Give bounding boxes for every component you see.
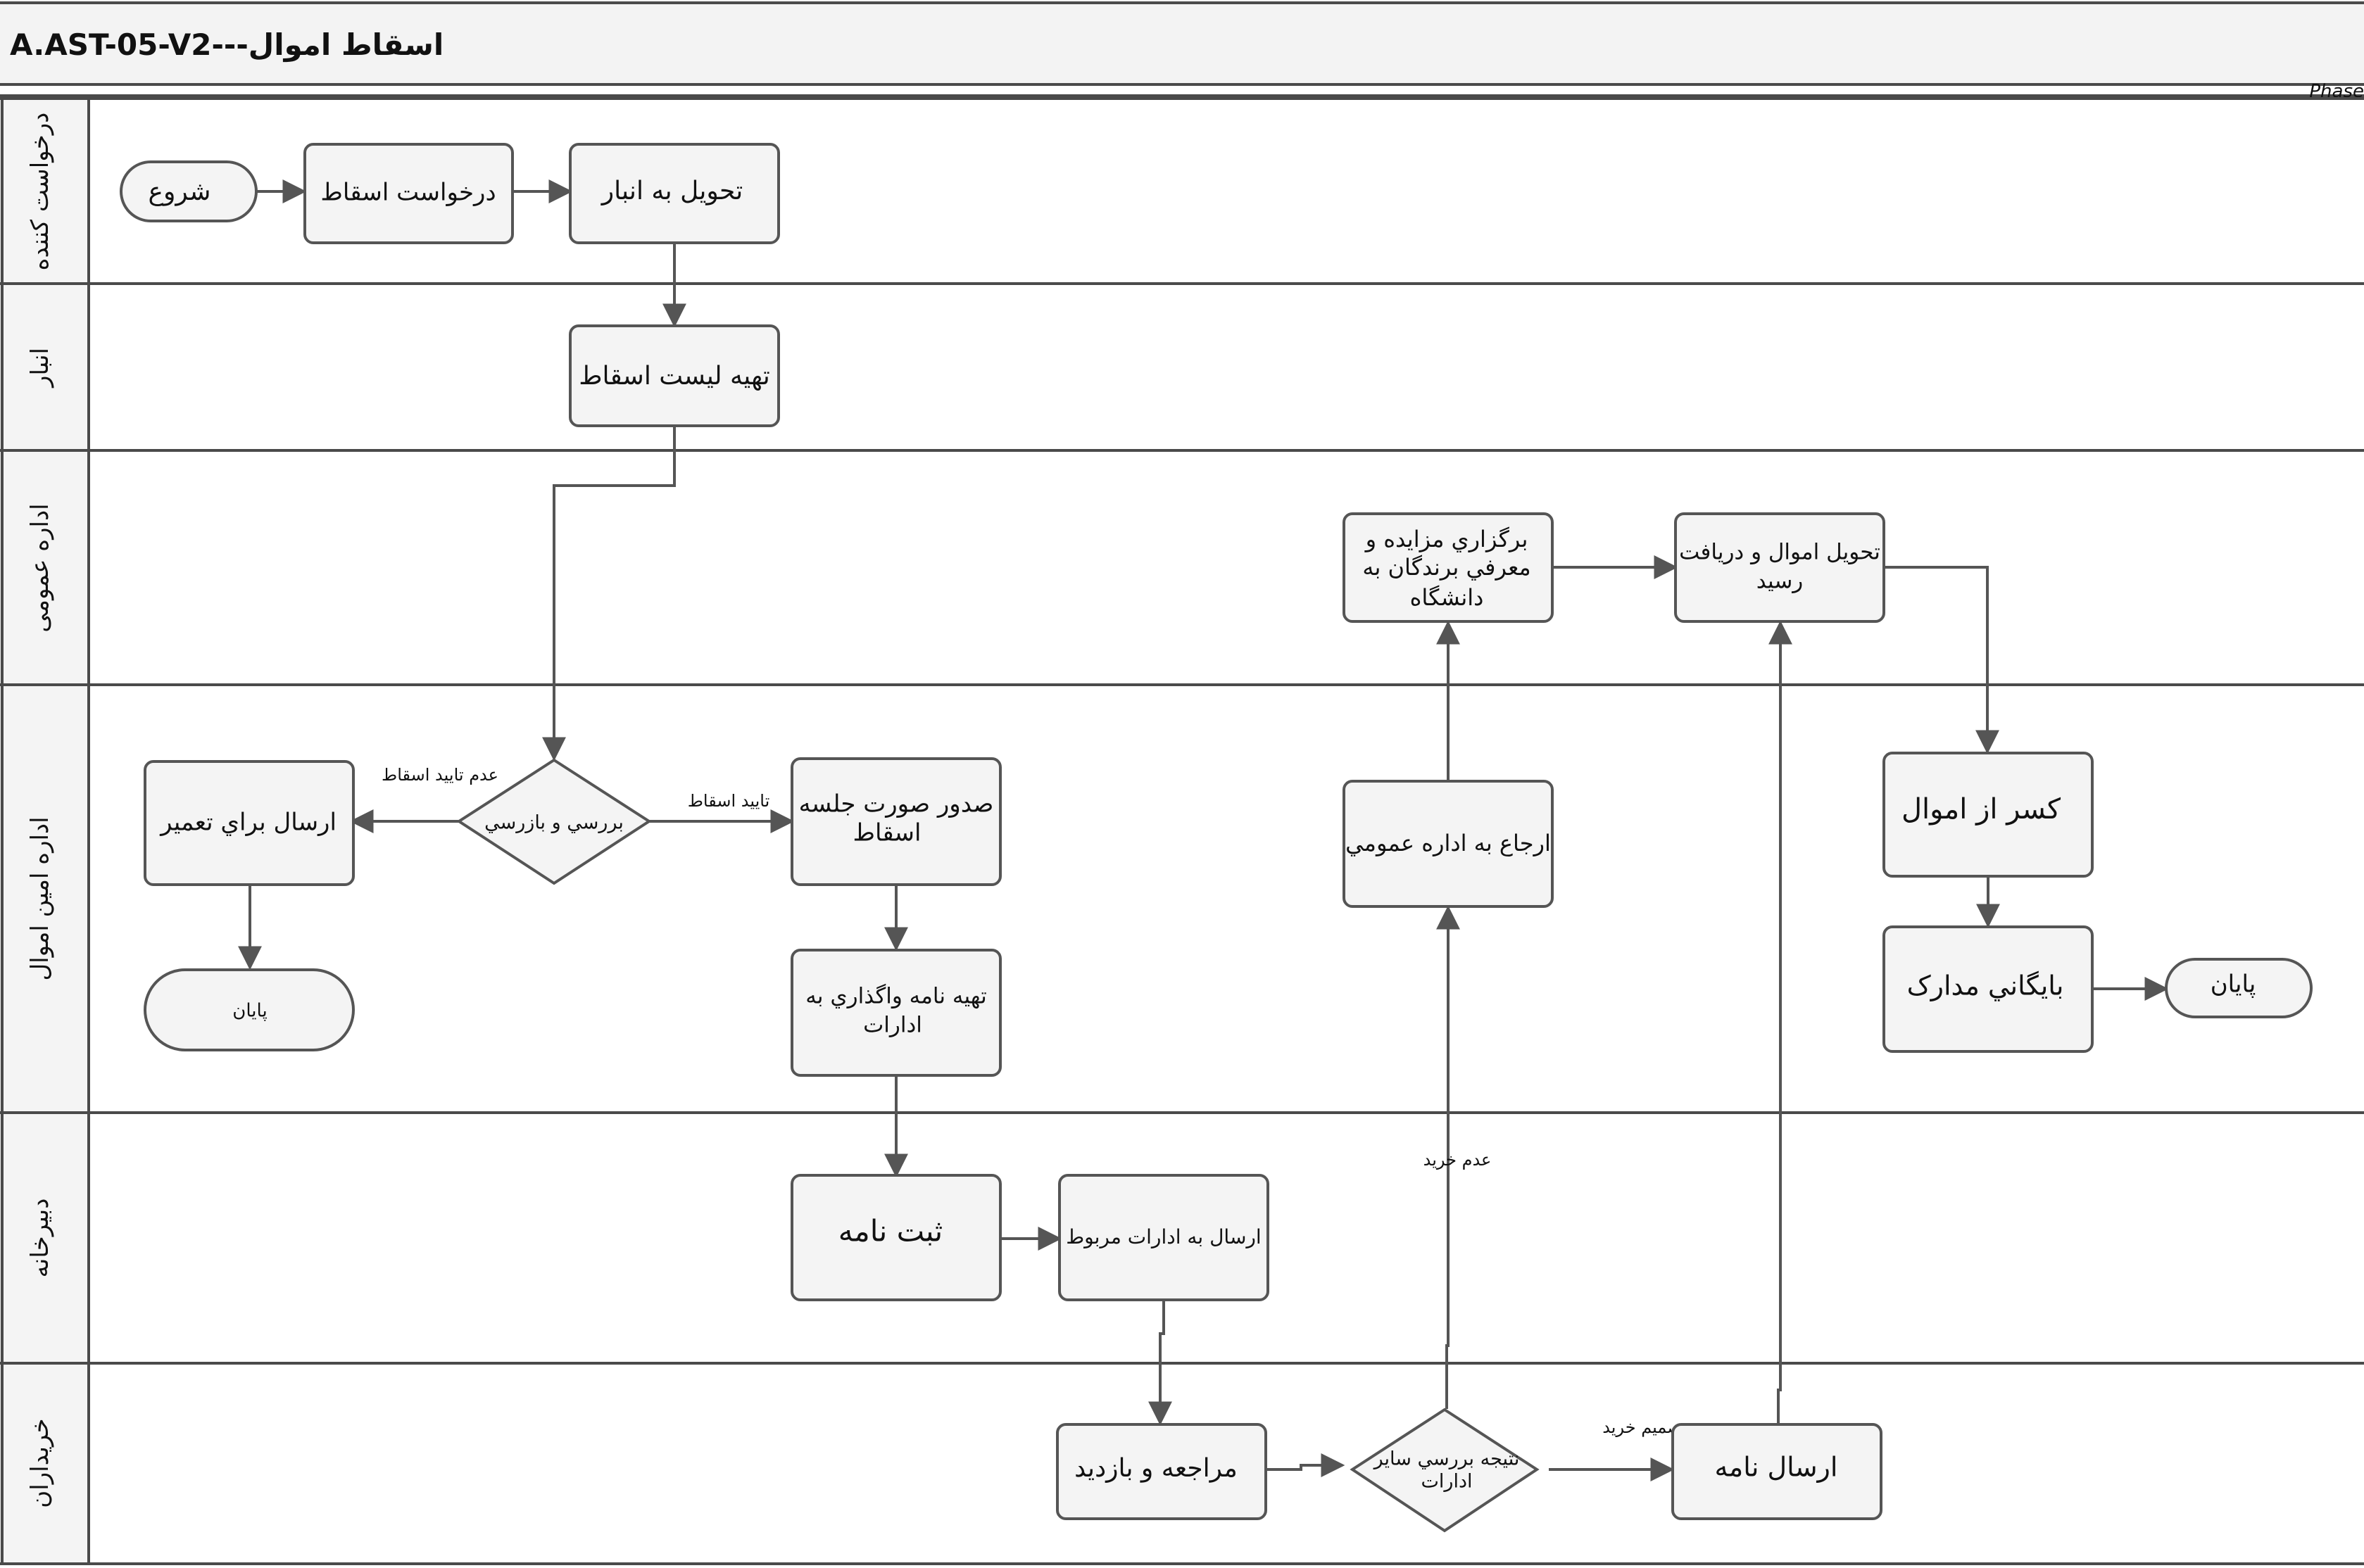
svg-text:اسقاط: اسقاط bbox=[853, 819, 922, 847]
header-band bbox=[0, 0, 2364, 84]
svg-text:کسر از اموال: کسر از اموال bbox=[1901, 793, 2061, 826]
svg-text:تهيه نامه واگذاري به: تهيه نامه واگذاري به bbox=[805, 984, 986, 1009]
send-letter-node: ارسال نامه bbox=[1671, 1423, 1882, 1520]
svg-text:ادارات: ادارات bbox=[863, 1013, 922, 1038]
start-node: شروع bbox=[120, 160, 258, 222]
edge-result-refer bbox=[1436, 905, 1460, 1409]
lane-label-warehouse: انبار bbox=[26, 348, 54, 388]
edge-visit-result bbox=[1266, 1453, 1345, 1477]
end-left-node: پایان bbox=[144, 968, 355, 1051]
svg-text:ارسال نامه: ارسال نامه bbox=[1715, 1452, 1838, 1483]
lane-label-requester: درخواست کننده bbox=[26, 113, 54, 271]
svg-text:ادارات: ادارات bbox=[1421, 1471, 1473, 1493]
svg-text:تهیه لیست اسقاط: تهیه لیست اسقاط bbox=[579, 362, 770, 391]
edge-label-reject: عدم تاييد اسقاط bbox=[382, 765, 498, 785]
svg-text:پایان: پایان bbox=[232, 1001, 267, 1022]
lane-label-asset-dept: اداره امین اموال bbox=[26, 816, 54, 980]
lane-label-column bbox=[0, 99, 89, 1562]
lane-label-general-dept: اداره عمومی bbox=[26, 503, 54, 632]
svg-text:تحویل به انبار: تحویل به انبار bbox=[601, 177, 743, 206]
edge-label-approve: تاييد اسقاط bbox=[688, 791, 770, 811]
edge-receipt-deduct bbox=[1885, 566, 1999, 754]
svg-text:نتيجه بررسي ساير: نتيجه بررسي ساير bbox=[1373, 1448, 1520, 1470]
issue-minutes-node: صدور صورت جلسه اسقاط bbox=[791, 757, 1002, 886]
review-result-decision: نتيجه بررسي ساير ادارات bbox=[1350, 1408, 1540, 1533]
svg-text:تحويل اموال و دريافت: تحويل اموال و دريافت bbox=[1679, 540, 1880, 565]
auction-node: برگزاري مزايده و معرفي برندگان به دانشگا… bbox=[1343, 512, 1554, 623]
edge-label-no-purchase: عدم خريد bbox=[1423, 1150, 1492, 1170]
svg-text:پایان: پایان bbox=[2211, 970, 2256, 999]
svg-text:دانشگاه: دانشگاه bbox=[1410, 584, 1484, 611]
svg-text:بررسي و بازرسي: بررسي و بازرسي bbox=[484, 812, 624, 834]
deliver-warehouse-node: تحویل به انبار bbox=[569, 143, 780, 244]
svg-text:معرفي برندگان به: معرفي برندگان به bbox=[1362, 554, 1530, 581]
svg-text:ثبت نامه: ثبت نامه bbox=[838, 1214, 943, 1248]
prepare-letter-node: تهيه نامه واگذاري به ادارات bbox=[791, 949, 1002, 1077]
svg-text:ارسال براي تعمير: ارسال براي تعمير bbox=[159, 809, 337, 837]
svg-text:بايگاني مدارک: بايگاني مدارک bbox=[1907, 970, 2064, 1001]
svg-text:درخواست اسقاط: درخواست اسقاط bbox=[320, 179, 496, 207]
svg-text:شروع: شروع bbox=[149, 177, 211, 206]
end-right-node: پایان bbox=[2165, 958, 2313, 1018]
register-letter-node: ثبت نامه bbox=[791, 1174, 1002, 1301]
lane-label-buyers: خریداران bbox=[26, 1418, 54, 1507]
svg-text:رسيد: رسيد bbox=[1756, 569, 1804, 594]
edge-send-visit bbox=[1148, 1301, 1172, 1426]
prepare-list-node: تهیه لیست اسقاط bbox=[569, 324, 780, 427]
svg-text:مراجعه و بازديد: مراجعه و بازديد bbox=[1074, 1454, 1238, 1483]
archive-node: بايگاني مدارک bbox=[1882, 925, 2094, 1053]
diagram-title: A.AST-05-V2---اسقاط اموال bbox=[10, 27, 444, 63]
svg-text:ارسال به ادارات مربوط: ارسال به ادارات مربوط bbox=[1066, 1225, 1261, 1248]
visit-node: مراجعه و بازديد bbox=[1056, 1423, 1267, 1520]
edge-list-review bbox=[542, 426, 676, 761]
connectors bbox=[238, 179, 2169, 1481]
svg-text:برگزاري مزايده و: برگزاري مزايده و bbox=[1364, 526, 1528, 552]
lane-label-secretariat: دبیرخانه bbox=[26, 1199, 54, 1278]
svg-text:ارجاع به اداره عمومي: ارجاع به اداره عمومي bbox=[1345, 830, 1551, 856]
send-offices-node: ارسال به ادارات مربوط bbox=[1058, 1174, 1269, 1301]
edge-sendletter-receipt bbox=[1768, 620, 1792, 1424]
review-decision: بررسي و بازرسي bbox=[456, 758, 652, 885]
send-repair-node: ارسال براي تعمير bbox=[144, 760, 355, 886]
deliver-receipt-node: تحويل اموال و دريافت رسيد bbox=[1674, 512, 1885, 623]
refer-general-node: ارجاع به اداره عمومي bbox=[1343, 780, 1554, 908]
deduct-node: کسر از اموال bbox=[1882, 752, 2094, 878]
svg-text:صدور صورت جلسه: صدور صورت جلسه bbox=[799, 790, 994, 818]
request-node: درخواست اسقاط bbox=[303, 143, 514, 244]
